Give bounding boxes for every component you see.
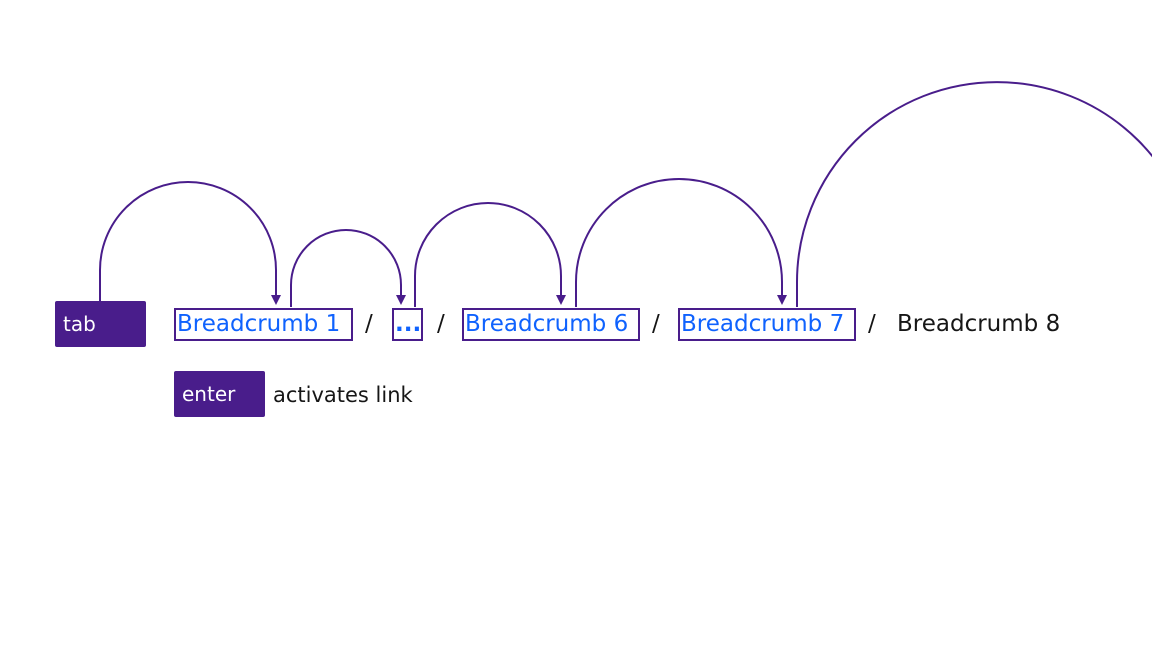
breadcrumb-overflow-ellipsis[interactable]: ... — [392, 308, 423, 341]
tab-key: tab — [55, 301, 146, 347]
breadcrumb-link-1[interactable]: Breadcrumb 1 — [174, 308, 353, 341]
focus-arc-ellipsis-to-breadcrumb-6 — [414, 202, 566, 307]
breadcrumb-separator: / — [868, 311, 876, 337]
focus-arc-breadcrumb-1-to-ellipsis — [290, 229, 406, 307]
breadcrumb-link-6[interactable]: Breadcrumb 6 — [462, 308, 640, 341]
breadcrumb-current-page: Breadcrumb 8 — [897, 311, 1061, 337]
breadcrumb-separator: / — [365, 311, 373, 337]
enter-key-description: activates link — [273, 383, 413, 407]
focus-arc-breadcrumb-6-to-breadcrumb-7 — [575, 178, 787, 307]
breadcrumb-separator: / — [652, 311, 660, 337]
focus-arc-tab-to-breadcrumb-1 — [99, 181, 281, 305]
breadcrumb-separator: / — [437, 311, 445, 337]
enter-key: enter — [174, 371, 265, 417]
focus-arc-breadcrumb-7-onward — [796, 81, 1152, 307]
breadcrumb-link-7[interactable]: Breadcrumb 7 — [678, 308, 856, 341]
